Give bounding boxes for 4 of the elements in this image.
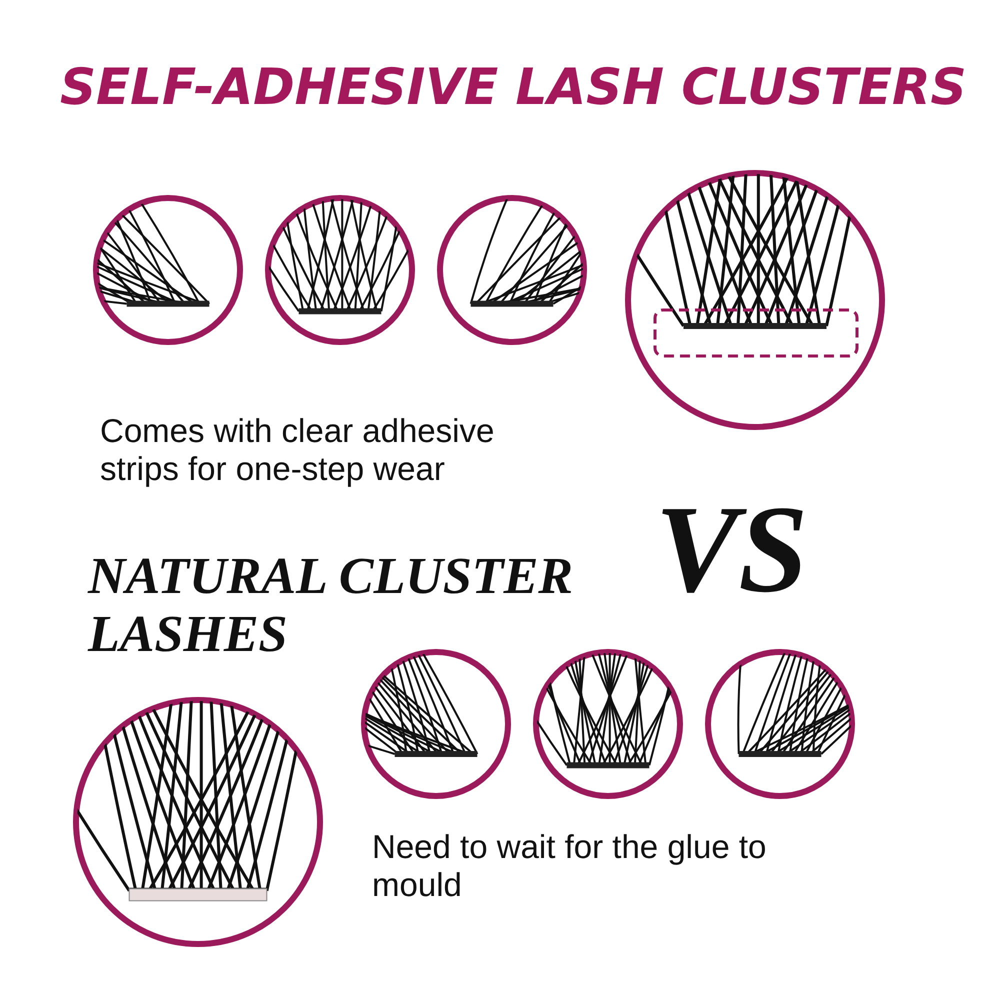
caption-text: Need to wait for the glue to mould bbox=[372, 828, 768, 904]
comparison-text: VS bbox=[655, 485, 808, 615]
caption-text: Comes with clear adhesive strips for one-step wear bbox=[100, 412, 496, 488]
heading: NATURAL CLUSTER LASHES bbox=[88, 548, 574, 664]
